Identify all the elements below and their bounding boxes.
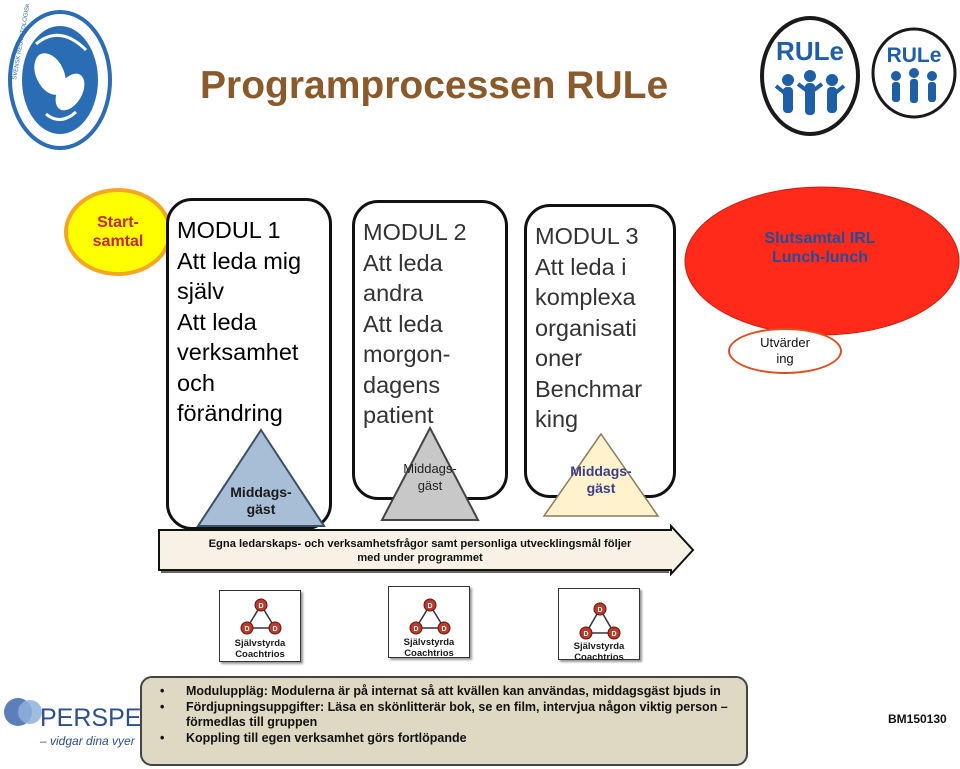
progress-arrow	[158, 524, 695, 576]
closing-session-text: Slutsamtal IRL Lunch-lunch	[700, 229, 940, 267]
perspect-logo: PERSPEC – vidgar dina vyer	[0, 690, 159, 754]
trio-network-icon: D D D	[579, 602, 621, 640]
dinner-guest-triangle-2	[380, 426, 480, 521]
module-line: själv	[177, 278, 225, 304]
closing-line1: Slutsamtal IRL	[764, 230, 876, 247]
dinner-guest-triangle-3	[542, 432, 660, 517]
guest-line2: gäst	[586, 480, 616, 496]
module-line: verksamhet	[177, 339, 299, 365]
trio-network-icon: D D D	[409, 598, 451, 635]
module-line: MODUL 1	[177, 217, 281, 243]
module-line: och	[177, 369, 215, 396]
coach-line2: Coachtrios	[404, 648, 454, 659]
coach-line1: Självstyrda	[403, 637, 455, 648]
rule-logo-small-text: RULe	[887, 44, 942, 67]
module-line: Att leda	[177, 308, 257, 335]
module-line: Att leda i	[535, 253, 627, 280]
guest-line2: gäst	[417, 478, 443, 493]
trio-node-label: D	[441, 626, 446, 633]
document-code: BM150130	[888, 712, 947, 726]
dinner-guest-label-1: Middags-gäst	[216, 484, 306, 518]
dinner-guest-label-3: Middags-gäst	[556, 463, 646, 497]
info-bullet: Koppling till egen verksamhet görs fortl…	[160, 731, 746, 747]
trio-node-label: D	[427, 603, 432, 610]
arrow-line2: med under programmet	[357, 552, 483, 564]
info-box: Moduluppläg: Modulerna är på internat så…	[140, 676, 748, 766]
module-line: andra	[363, 280, 424, 306]
rule-logo-large: RULe	[758, 14, 862, 138]
module-line: patient	[363, 402, 434, 428]
reumatologisk-forening-logo: SVENSK REUMATOLOGISK	[6, 3, 114, 152]
guest-line1: Middags-	[570, 463, 632, 479]
arrow-text: Egna ledarskaps- och verksamhetsfrågor s…	[170, 537, 670, 565]
module-line: Benchmar	[535, 375, 643, 402]
module-2-box: MODUL 2 Att leda andra Att leda morgon- …	[352, 200, 508, 500]
start-line2: samtal	[92, 233, 144, 250]
trio-node-label: D	[597, 607, 602, 614]
trio-node-label: D	[611, 631, 616, 638]
module-1-box: MODUL 1 Att leda mig själv Att leda verk…	[166, 198, 332, 530]
info-bullet: Moduluppläg: Modulerna är på internat så…	[160, 684, 746, 700]
module-line: komplexa	[535, 284, 636, 310]
guest-line2: gäst	[246, 501, 276, 517]
trio-node-label: D	[258, 603, 263, 610]
guest-line1: Middags-	[403, 461, 457, 476]
dinner-guest-label-2: Middags-gäst	[395, 460, 465, 494]
start-conversation-circle: Start-samtal	[64, 188, 172, 276]
rule-logo-text: RULe	[776, 36, 844, 66]
module-line: MODUL 3	[535, 223, 639, 249]
coach-line2: Coachtrios	[235, 649, 285, 660]
module-line: morgon-	[363, 341, 451, 367]
evaluation-line1: Utvärder	[760, 335, 810, 350]
closing-line2: Lunch-lunch	[772, 249, 868, 266]
module-line: MODUL 2	[363, 219, 467, 245]
dinner-guest-triangle-1	[196, 428, 326, 527]
module-line: Att leda	[363, 310, 443, 337]
module-line: king	[535, 406, 579, 432]
trio-node-label: D	[413, 626, 418, 633]
trio-node-label: D	[244, 626, 249, 633]
page-title: Programprocessen RULe	[200, 64, 669, 107]
info-bullet-list: Moduluppläg: Modulerna är på internat så…	[142, 678, 746, 746]
module-line: oner	[535, 345, 583, 371]
trio-node-label: D	[583, 631, 588, 638]
module-line: Att leda	[363, 249, 443, 276]
trio-node-label: D	[272, 626, 277, 633]
coach-line1: Självstyrda	[573, 641, 625, 652]
evaluation-line2: ing	[776, 351, 794, 366]
guest-line1: Middags-	[230, 484, 292, 500]
coach-line1: Självstyrda	[234, 638, 286, 649]
rule-logo-small: RULe	[870, 26, 958, 120]
trio-network-icon: D D D	[240, 598, 282, 635]
module-line: förändring	[177, 400, 283, 426]
start-line1: Start-	[97, 214, 139, 231]
arrow-line1: Egna ledarskaps- och verksamhetsfrågor s…	[208, 538, 632, 550]
module-line: organisati	[535, 314, 637, 341]
module-line: Att leda mig	[177, 247, 302, 274]
perspect-tagline: – vidgar dina vyer	[39, 734, 136, 748]
module-line: dagens	[363, 371, 441, 398]
coach-line2: Coachtrios	[574, 652, 624, 663]
perspect-name: PERSPEC	[40, 704, 146, 732]
info-bullet: Fördjupningsuppgifter: Läsa en skönlitte…	[160, 700, 746, 731]
